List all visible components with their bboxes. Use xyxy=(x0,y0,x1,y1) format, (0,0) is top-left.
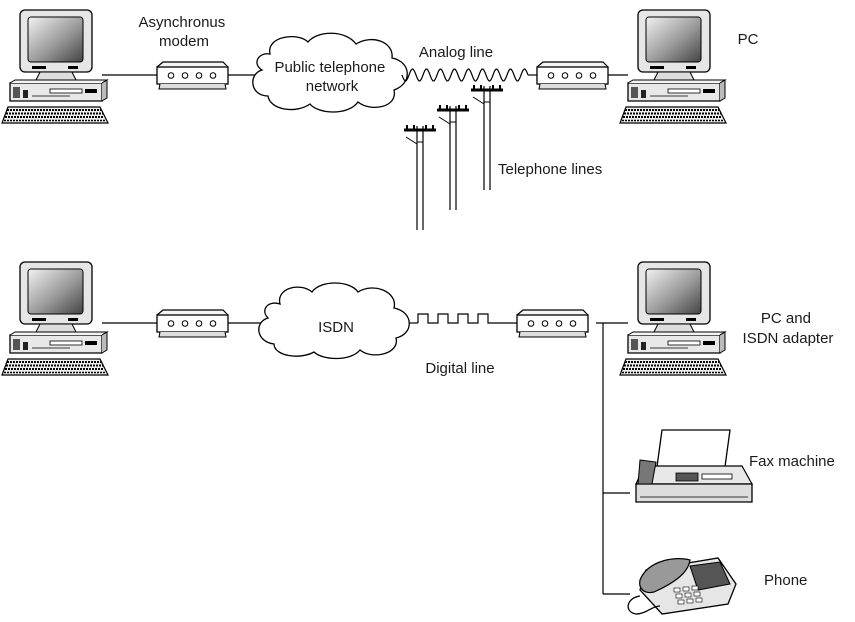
modem-icon xyxy=(156,61,229,90)
modem-icon xyxy=(156,309,229,338)
modem-icon xyxy=(536,61,609,90)
analog-line-label: Analog line xyxy=(419,44,493,61)
telephone-lines-label: Telephone lines xyxy=(498,161,602,178)
fax-machine-icon xyxy=(635,429,754,503)
cloud-icon xyxy=(258,282,410,360)
digital-signal-wave xyxy=(417,313,498,324)
computer-icon xyxy=(619,9,727,124)
telephone-icon xyxy=(627,557,737,615)
modem-icon xyxy=(516,309,589,338)
analog-signal-wave xyxy=(401,68,529,82)
fax-machine-label: Fax machine xyxy=(749,453,835,470)
isdn-label: ISDN xyxy=(318,319,354,336)
computer-icon xyxy=(619,261,727,376)
modem-label: Asynchronus modem xyxy=(139,14,230,50)
telephone-pole-icon xyxy=(402,83,505,232)
computer-icon xyxy=(1,261,109,376)
cloud-icon xyxy=(252,32,408,113)
bottom-network: ISDN Digital line PC and ISDN adapter Fa… xyxy=(1,261,835,615)
phone-label: Phone xyxy=(764,572,807,589)
top-network: Asynchronus modem Public telephone netwo… xyxy=(1,9,759,232)
computer-icon xyxy=(1,9,109,124)
cloud-label: Public telephone network xyxy=(274,59,389,95)
pc-label: PC xyxy=(738,31,759,48)
pc-isdn-label: PC and ISDN adapter xyxy=(743,310,834,347)
digital-line-label: Digital line xyxy=(425,360,494,377)
